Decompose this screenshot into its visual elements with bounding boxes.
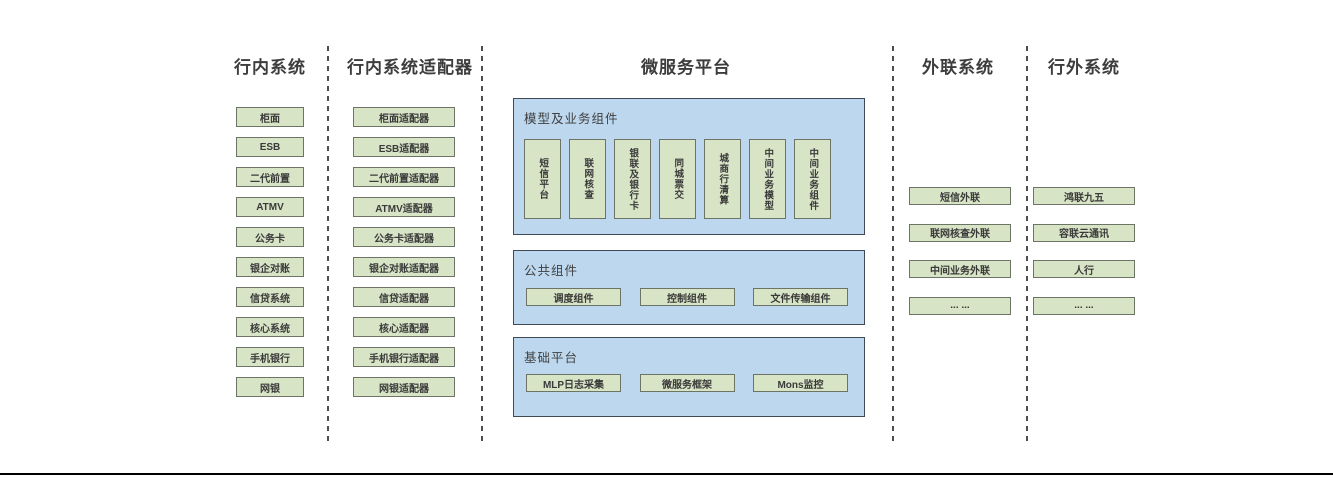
component-box: 控制组件 bbox=[639, 288, 735, 306]
component-box: MLP日志采集 bbox=[526, 374, 621, 392]
external-box: 容联云通讯 bbox=[1033, 223, 1135, 242]
dashed-divider-2 bbox=[481, 46, 483, 443]
outreach-systems-stack: 短信外联 联网核查外联 中间业务外联 ... ... bbox=[909, 187, 1011, 333]
system-box: 柜面 bbox=[236, 107, 304, 127]
component-box: 城商行清算 bbox=[704, 139, 741, 219]
internal-systems-stack: 柜面 ESB 二代前置 ATMV 公务卡 银企对账 信贷系统 核心系统 手机银行… bbox=[236, 107, 304, 407]
system-box: ATMV bbox=[236, 197, 304, 217]
external-box: ... ... bbox=[1033, 296, 1135, 315]
system-box: 银企对账 bbox=[236, 257, 304, 277]
system-box: 公务卡 bbox=[236, 227, 304, 247]
component-box: 调度组件 bbox=[526, 288, 621, 306]
bottom-rule bbox=[0, 473, 1333, 475]
component-row: 调度组件 控制组件 文件传输组件 bbox=[526, 288, 848, 306]
component-box: 银联及银行卡 bbox=[614, 139, 651, 219]
component-box: 联网核查 bbox=[569, 139, 606, 219]
column-title-internal-systems: 行内系统 bbox=[234, 58, 306, 77]
component-box: 微服务框架 bbox=[639, 374, 735, 392]
outreach-box: ... ... bbox=[909, 296, 1011, 315]
adapter-box: 二代前置适配器 bbox=[353, 167, 455, 187]
system-box: 手机银行 bbox=[236, 347, 304, 367]
outreach-box: 中间业务外联 bbox=[909, 260, 1011, 278]
adapter-box: ATMV适配器 bbox=[353, 197, 455, 217]
adapter-box: 柜面适配器 bbox=[353, 107, 455, 127]
component-box: 中间业务组件 bbox=[794, 139, 831, 219]
adapter-box: ESB适配器 bbox=[353, 137, 455, 157]
component-row: MLP日志采集 微服务框架 Mons监控 bbox=[526, 374, 848, 392]
vertical-component-row: 短信平台 联网核查 银联及银行卡 同城票交 城商行清算 中间业务模型 中间业务组… bbox=[524, 139, 831, 219]
external-box: 人行 bbox=[1033, 260, 1135, 278]
system-box: ESB bbox=[236, 137, 304, 157]
component-box: 同城票交 bbox=[659, 139, 696, 219]
component-box: Mons监控 bbox=[753, 374, 848, 392]
section-base-platform: 基础平台 MLP日志采集 微服务框架 Mons监控 bbox=[513, 337, 865, 417]
system-box: 核心系统 bbox=[236, 317, 304, 337]
outreach-box: 短信外联 bbox=[909, 187, 1011, 205]
section-label: 公共组件 bbox=[524, 264, 579, 278]
dashed-divider-4 bbox=[1026, 46, 1028, 443]
system-box: 网银 bbox=[236, 377, 304, 397]
external-box: 鸿联九五 bbox=[1033, 187, 1135, 205]
column-title-internal-adapters: 行内系统适配器 bbox=[347, 58, 473, 77]
dashed-divider-3 bbox=[892, 46, 894, 443]
section-label: 基础平台 bbox=[524, 351, 579, 365]
adapter-box: 核心适配器 bbox=[353, 317, 455, 337]
system-box: 二代前置 bbox=[236, 167, 304, 187]
adapter-box: 手机银行适配器 bbox=[353, 347, 455, 367]
adapter-box: 银企对账适配器 bbox=[353, 257, 455, 277]
section-model-business-components: 模型及业务组件 短信平台 联网核查 银联及银行卡 同城票交 城商行清算 中间业务… bbox=[513, 98, 865, 235]
section-label: 模型及业务组件 bbox=[524, 112, 619, 126]
external-systems-stack: 鸿联九五 容联云通讯 人行 ... ... bbox=[1033, 187, 1135, 333]
system-box: 信贷系统 bbox=[236, 287, 304, 307]
dashed-divider-1 bbox=[327, 46, 329, 443]
adapter-box: 公务卡适配器 bbox=[353, 227, 455, 247]
adapter-box: 信贷适配器 bbox=[353, 287, 455, 307]
adapter-stack: 柜面适配器 ESB适配器 二代前置适配器 ATMV适配器 公务卡适配器 银企对账… bbox=[353, 107, 455, 407]
component-box: 文件传输组件 bbox=[753, 288, 848, 306]
column-title-microservice-platform: 微服务平台 bbox=[641, 58, 731, 77]
component-box: 中间业务模型 bbox=[749, 139, 786, 219]
adapter-box: 网银适配器 bbox=[353, 377, 455, 397]
column-title-outreach-systems: 外联系统 bbox=[922, 58, 994, 77]
column-title-external-systems: 行外系统 bbox=[1048, 58, 1120, 77]
component-box: 短信平台 bbox=[524, 139, 561, 219]
section-public-components: 公共组件 调度组件 控制组件 文件传输组件 bbox=[513, 250, 865, 325]
outreach-box: 联网核查外联 bbox=[909, 223, 1011, 242]
